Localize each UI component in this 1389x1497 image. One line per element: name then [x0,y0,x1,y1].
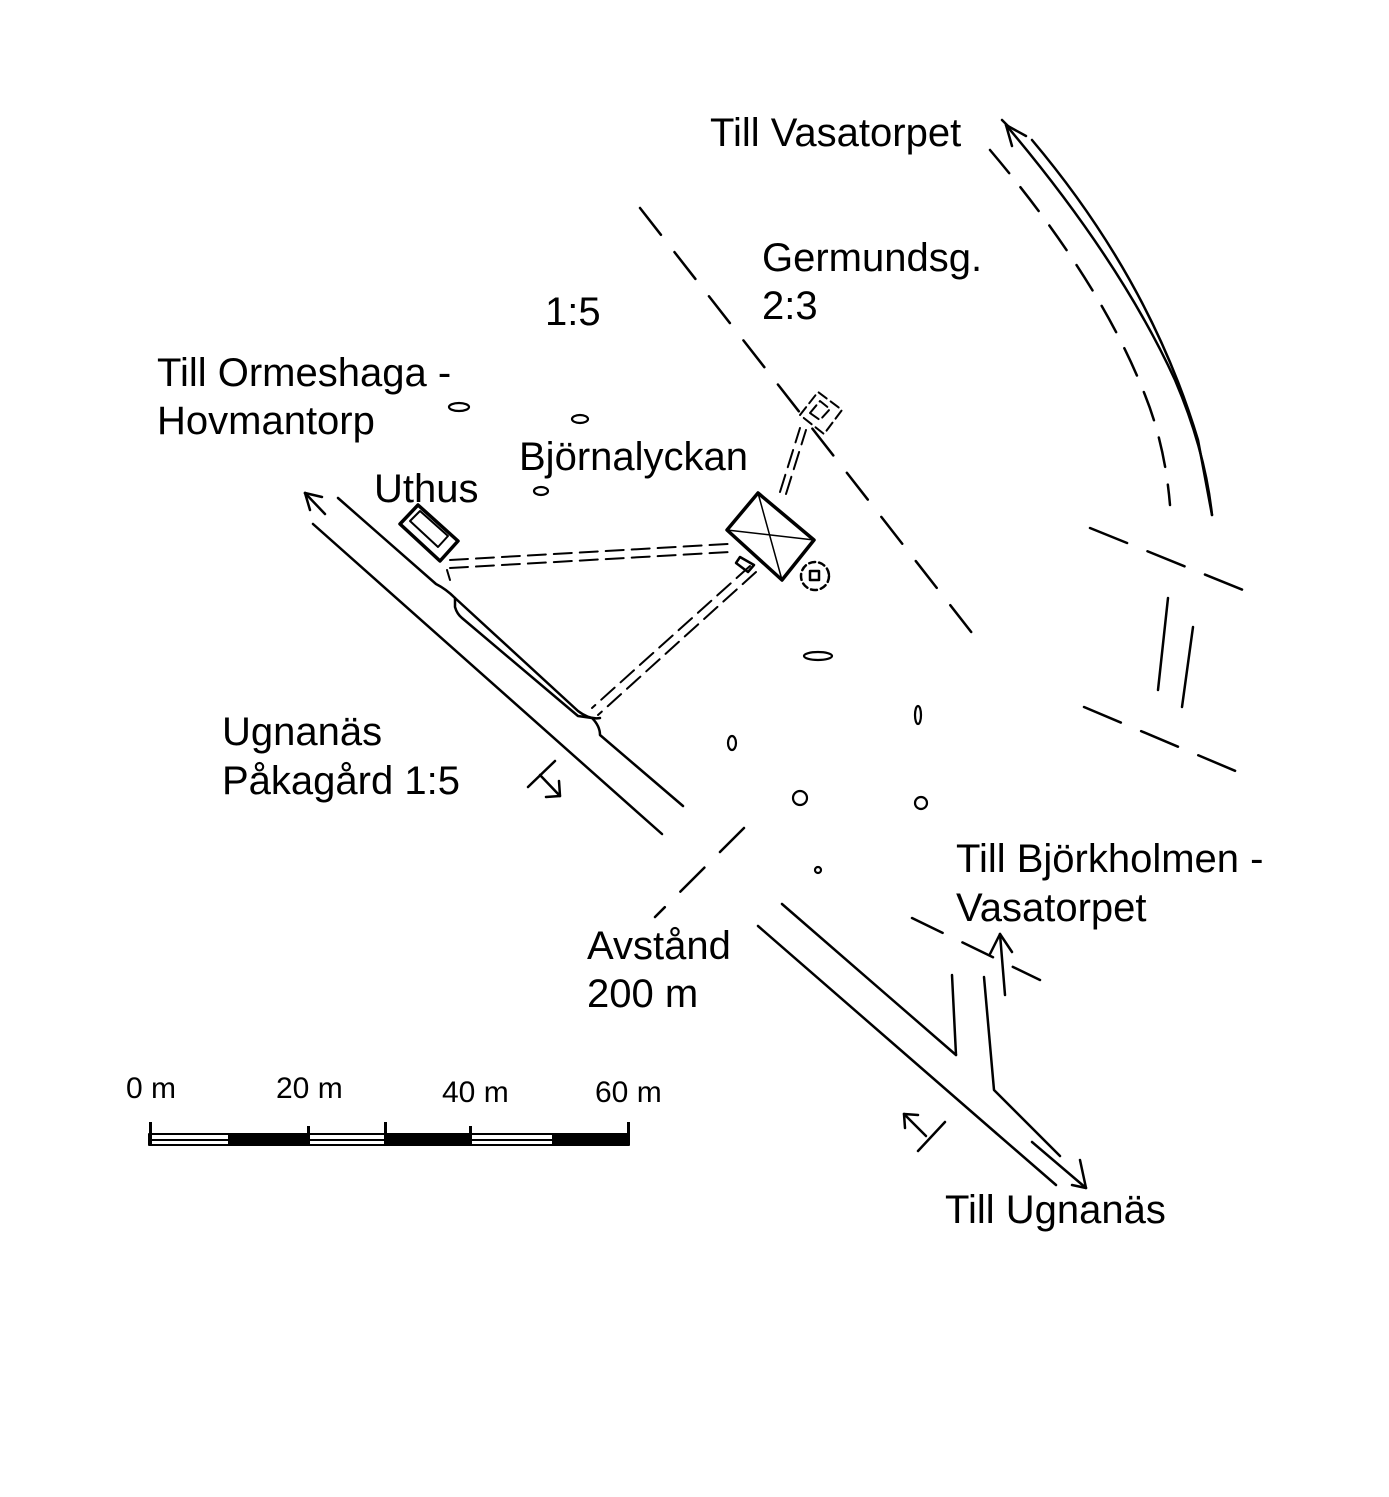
road-vasatorpet-centerline [988,148,1172,507]
label-till-vasatorpet: Till Vasatorpet [710,111,962,155]
building-dashed [799,391,843,435]
label-hovmantorp: Hovmantorp [157,399,375,443]
power-lines [446,427,807,716]
label-germundsg: Germundsg. [762,236,983,280]
label-pakagard: Påkagård 1:5 [222,759,460,803]
scale-bar [148,1122,630,1146]
label-till-ugnanas: Till Ugnanäs [945,1188,1166,1232]
scale-tick-0: 0 m [126,1072,177,1105]
well-symbol [799,560,831,592]
scale-tick-60: 60 m [595,1076,662,1109]
boundary-line [638,206,1042,982]
small-objects [447,401,929,875]
label-till-ormeshaga: Till Ormeshaga - [157,351,452,395]
label-ugnanas: Ugnanäs [222,710,383,754]
direction-marker-left [526,759,562,799]
road-ormeshaga [303,491,685,836]
scale-tick-20: 20 m [276,1072,343,1105]
building-uthus [398,503,460,563]
label-till-bjorkholmen: Till Björkholmen - [956,837,1264,881]
road-bjorkholmen-arrow [988,932,1014,997]
cross-lines [1082,526,1255,777]
building-bjornalyckan [725,491,816,582]
label-vasatorpet-2: Vasatorpet [956,886,1147,930]
road-ugnanas [756,902,1088,1190]
label-avstand-distance: 200 m [587,972,699,1016]
label-avstand: Avstånd [587,924,731,968]
label-bjornalyckan: Björnalyckan [519,435,749,479]
label-parcel-1-5: 1:5 [545,290,601,334]
road-vasatorpet [1000,118,1214,709]
direction-marker-bottom [902,1112,947,1153]
label-germundsg-parcel: 2:3 [762,284,818,328]
label-uthus: Uthus [374,467,479,511]
scale-tick-40: 40 m [442,1076,509,1109]
